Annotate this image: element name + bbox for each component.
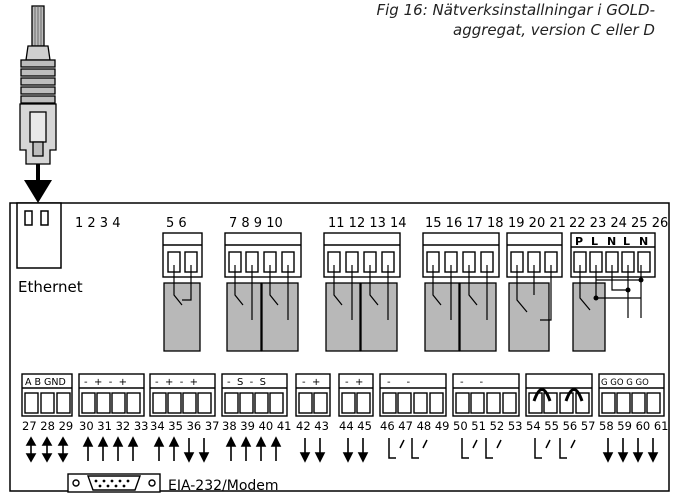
terminal-numbers-38-41: 38 39 40 41: [222, 419, 292, 433]
relay-contacts: [173, 265, 642, 321]
jumper-links: [532, 388, 584, 402]
terminal-numbers-30-33: 30 31 32 33: [79, 419, 149, 433]
ethernet-socket: [16, 202, 62, 269]
terminal-numbers-46-49: 46 47 48 49: [380, 419, 450, 433]
power-letter-l1: L: [591, 235, 598, 248]
terminal-numbers-50-53: 50 51 52 53: [453, 419, 523, 433]
bottom-terminal-blocks: [21, 373, 665, 417]
block-header-34-37: - + - +: [155, 377, 198, 388]
terminal-numbers-42-43: 42 43: [296, 419, 329, 433]
power-letter-p: P: [575, 235, 583, 248]
power-letter-n1: N: [607, 235, 616, 248]
serial-port-label: EIA-232/Modem: [168, 478, 279, 494]
block-header-42-43: - +: [302, 377, 320, 388]
power-letter-n2: N: [639, 235, 648, 248]
terminal-numbers-44-45: 44 45: [339, 419, 372, 433]
block-header-50-53: - -: [460, 377, 484, 388]
terminal-numbers-58-61: 58 59 60 61: [599, 419, 669, 433]
dsub-serial-connector: [67, 473, 161, 493]
signal-arrows: [25, 436, 369, 463]
relays: [163, 282, 606, 352]
caption-line-1: Fig 16: Nätverksinstallningar i GOLD-: [376, 1, 655, 19]
ethernet-label: Ethernet: [18, 278, 83, 296]
terminal-numbers-11-14: 11 12 13 14: [328, 216, 407, 231]
signal-arrows-58-61: [602, 438, 659, 463]
terminal-numbers-54-57: 54 55 56 57: [526, 419, 596, 433]
controller-board: [9, 202, 670, 492]
terminal-numbers-34-37: 34 35 36 37: [150, 419, 220, 433]
block-header-30-33: - + - +: [84, 377, 127, 388]
block-header-58-61: G GO G GO: [601, 378, 649, 388]
terminal-numbers-15-18: 15 16 17 18: [425, 216, 504, 231]
terminal-numbers-5-6: 5 6: [166, 216, 187, 231]
terminal-numbers-7-10: 7 8 9 10: [229, 216, 283, 231]
figure-caption: Fig 16: Nätverksinstallningar i GOLD- ag…: [335, 0, 655, 40]
ethernet-cable-icon: [19, 5, 57, 203]
block-header-44-45: - +: [345, 377, 363, 388]
block-header-38-41: - S - S: [227, 377, 266, 388]
terminal-numbers-19-21: 19 20 21: [508, 216, 566, 231]
caption-line-2: aggregat, version C eller D: [453, 21, 655, 39]
terminal-numbers-1-4: 1 2 3 4: [75, 216, 120, 231]
power-letter-l2: L: [623, 235, 630, 248]
block-header-27-29: A B GND: [25, 377, 66, 388]
output-contact-symbols: [388, 438, 576, 459]
terminal-numbers-27-29: 27 28 29: [22, 419, 73, 433]
terminal-numbers-22-26: 22 23 24 25 26: [569, 216, 668, 231]
block-header-46-49: - -: [387, 377, 411, 388]
